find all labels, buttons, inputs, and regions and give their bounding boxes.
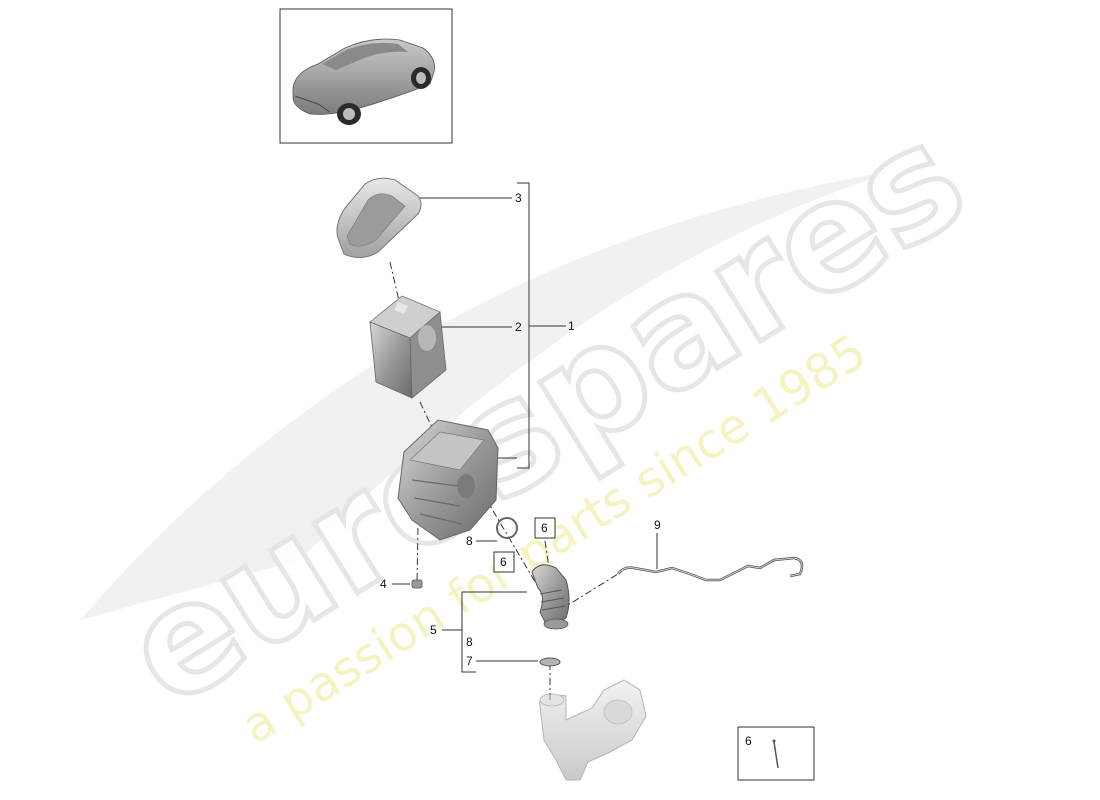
hose-bracket [442,591,527,673]
callout-5: 5 [430,623,437,637]
grommet [392,579,423,589]
airbox-housing [397,419,499,541]
legend-number: 6 [745,734,752,748]
callout-2: 2 [515,320,522,334]
air-filter-element [369,295,447,399]
vehicle-thumbnail [279,8,453,144]
callout-6-upper: 6 [541,521,548,535]
callout-3: 3 [515,191,522,205]
hose-clamp [476,657,561,667]
callout-1: 1 [568,319,575,333]
callout-box-6-lower [493,551,515,573]
legend-box: 6 [737,726,815,781]
watermark: eurospares a passion for parts since 198… [80,88,996,755]
callout-8-lower: 8 [466,635,473,649]
pin-clip-icon [772,739,779,769]
callout-box-6-upper [534,517,556,539]
air-intake-duct [336,177,422,258]
callout-6-lower: 6 [500,555,507,569]
callout-9: 9 [654,518,661,532]
callout-4: 4 [380,577,387,591]
axis-hose-line [559,573,619,611]
vent-line [617,533,804,582]
car-suv-icon [292,38,435,125]
axis-housing-grommet [416,527,419,583]
o-ring [476,517,518,542]
axis-clip6-hose [544,540,550,569]
watermark-swoosh [80,170,900,620]
callout-7: 7 [466,654,473,668]
assembly-bracket [517,182,566,469]
watermark-brand: eurospares [97,90,994,740]
intake-hose [531,564,570,630]
compressor-housing [539,679,647,781]
callout-8-upper: 8 [466,534,473,548]
